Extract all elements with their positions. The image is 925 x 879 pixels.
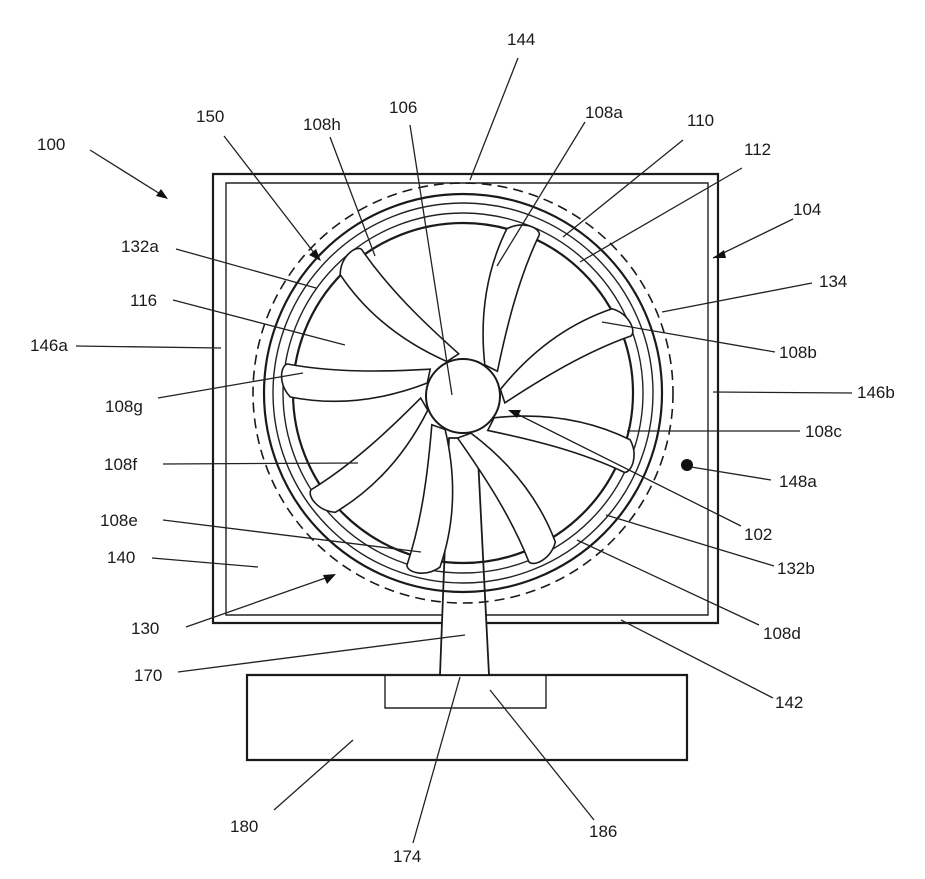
arrow-100 xyxy=(156,189,168,199)
label-102: 102 xyxy=(744,525,772,544)
leader-104 xyxy=(713,219,793,258)
label-144: 144 xyxy=(507,30,535,49)
leader-108f xyxy=(163,463,358,464)
arrow-104 xyxy=(713,250,726,258)
blade-108h xyxy=(333,228,460,387)
leader-100 xyxy=(90,150,165,197)
leader-146b xyxy=(713,392,852,393)
label-108h: 108h xyxy=(303,115,341,134)
leader-108e xyxy=(163,520,421,552)
label-106: 106 xyxy=(389,98,417,117)
label-134: 134 xyxy=(819,272,847,291)
leader-130 xyxy=(186,575,334,627)
label-108g: 108g xyxy=(105,397,143,416)
hub xyxy=(426,359,500,433)
label-140: 140 xyxy=(107,548,135,567)
leader-108a xyxy=(497,122,585,266)
leader-186 xyxy=(490,690,594,820)
label-186: 186 xyxy=(589,822,617,841)
label-104: 104 xyxy=(793,200,821,219)
label-142: 142 xyxy=(775,693,803,712)
label-132b: 132b xyxy=(777,559,815,578)
base-socket xyxy=(385,675,546,708)
label-112: 112 xyxy=(744,140,771,159)
label-108b: 108b xyxy=(779,343,817,362)
label-146a: 146a xyxy=(30,336,68,355)
sensor-dot xyxy=(681,459,693,471)
label-108d: 108d xyxy=(763,624,801,643)
leader-140 xyxy=(152,558,258,567)
label-148a: 148a xyxy=(779,472,817,491)
leader-110 xyxy=(563,140,683,237)
label-150: 150 xyxy=(196,107,224,126)
leader-180 xyxy=(274,740,353,810)
label-130: 130 xyxy=(131,619,159,638)
label-110: 110 xyxy=(687,111,714,130)
leader-134 xyxy=(662,283,812,312)
leader-116 xyxy=(173,300,345,345)
label-180: 180 xyxy=(230,817,258,836)
label-146b: 146b xyxy=(857,383,895,402)
label-108c: 108c xyxy=(805,422,842,441)
leader-170 xyxy=(178,635,465,672)
leader-150 xyxy=(224,136,318,258)
label-132a: 132a xyxy=(121,237,159,256)
label-108f: 108f xyxy=(104,455,137,474)
base-block xyxy=(247,675,687,760)
label-174: 174 xyxy=(393,847,421,866)
leader-142 xyxy=(621,620,773,698)
leader-132a xyxy=(176,249,316,288)
label-116: 116 xyxy=(130,291,157,310)
base xyxy=(247,675,687,760)
label-170: 170 xyxy=(134,666,162,685)
arrow-130 xyxy=(323,574,336,584)
blade-108b xyxy=(490,306,641,403)
leader-148a xyxy=(691,467,771,480)
label-100: 100 xyxy=(37,135,65,154)
label-108a: 108a xyxy=(585,103,623,122)
leader-146a xyxy=(76,346,221,348)
leader-144 xyxy=(470,58,518,180)
leader-108g xyxy=(158,373,303,398)
label-108e: 108e xyxy=(100,511,138,530)
